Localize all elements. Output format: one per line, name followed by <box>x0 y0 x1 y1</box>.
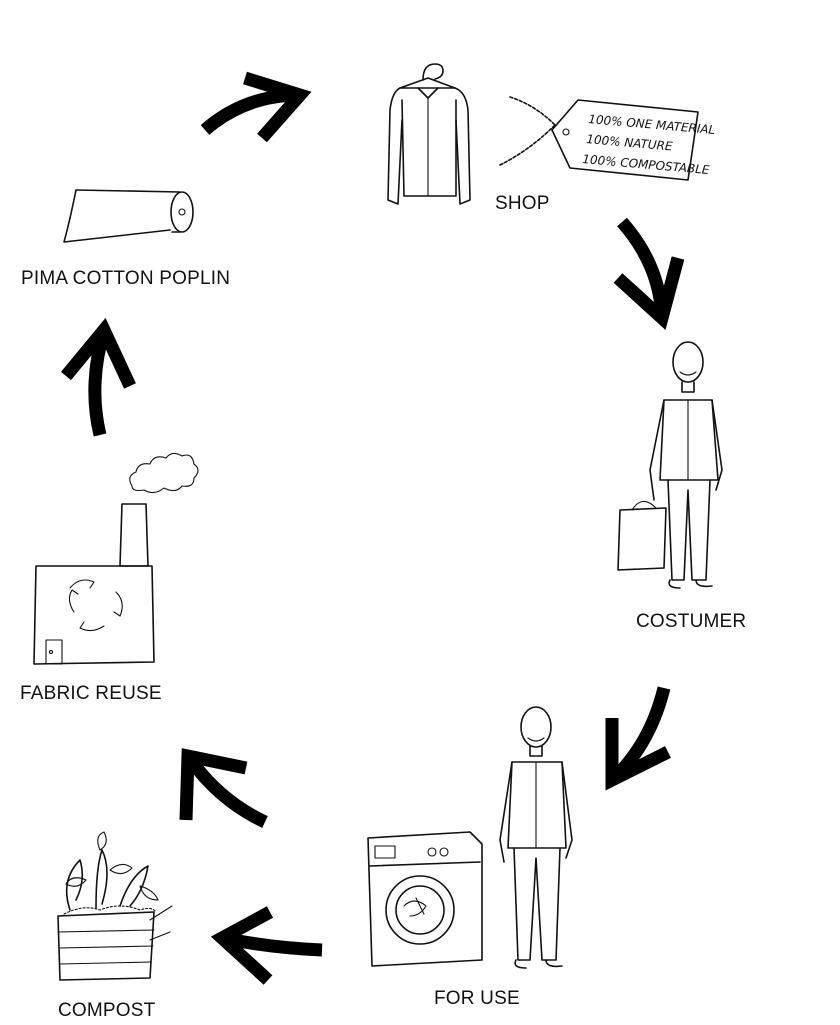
step-label-shop: SHOP <box>495 193 550 214</box>
arrow-shop-to-costumer <box>613 217 685 330</box>
factory-icon <box>33 452 199 665</box>
step-label-pima-cotton-poplin: PIMA COTTON POPLIN <box>21 268 231 289</box>
costumer-figure-icon <box>617 341 723 589</box>
step-label-for-use: FOR USE <box>434 988 520 1009</box>
user-figure-icon <box>499 706 573 969</box>
arrow-costumer-to-use <box>605 686 671 791</box>
compost-crate-icon <box>57 831 173 981</box>
arrow-use-to-compost <box>210 906 323 985</box>
arrow-reuse-to-poplin <box>60 317 136 437</box>
step-label-costumer: COSTUMER <box>636 611 747 632</box>
arrow-poplin-to-shop <box>200 71 312 143</box>
fabric-roll-icon <box>63 189 194 243</box>
arrow-compost-to-reuse <box>179 748 268 828</box>
tag-line-2: 100% NATURE <box>586 132 674 154</box>
washing-machine-icon <box>367 831 483 967</box>
step-label-fabric-reuse: FABRIC REUSE <box>20 683 162 704</box>
step-label-compost: COMPOST <box>58 1000 156 1021</box>
tag-icon: 100% ONE MATERIAL 100% NATURE 100% COMPO… <box>499 96 716 181</box>
shirt-icon <box>387 63 471 205</box>
